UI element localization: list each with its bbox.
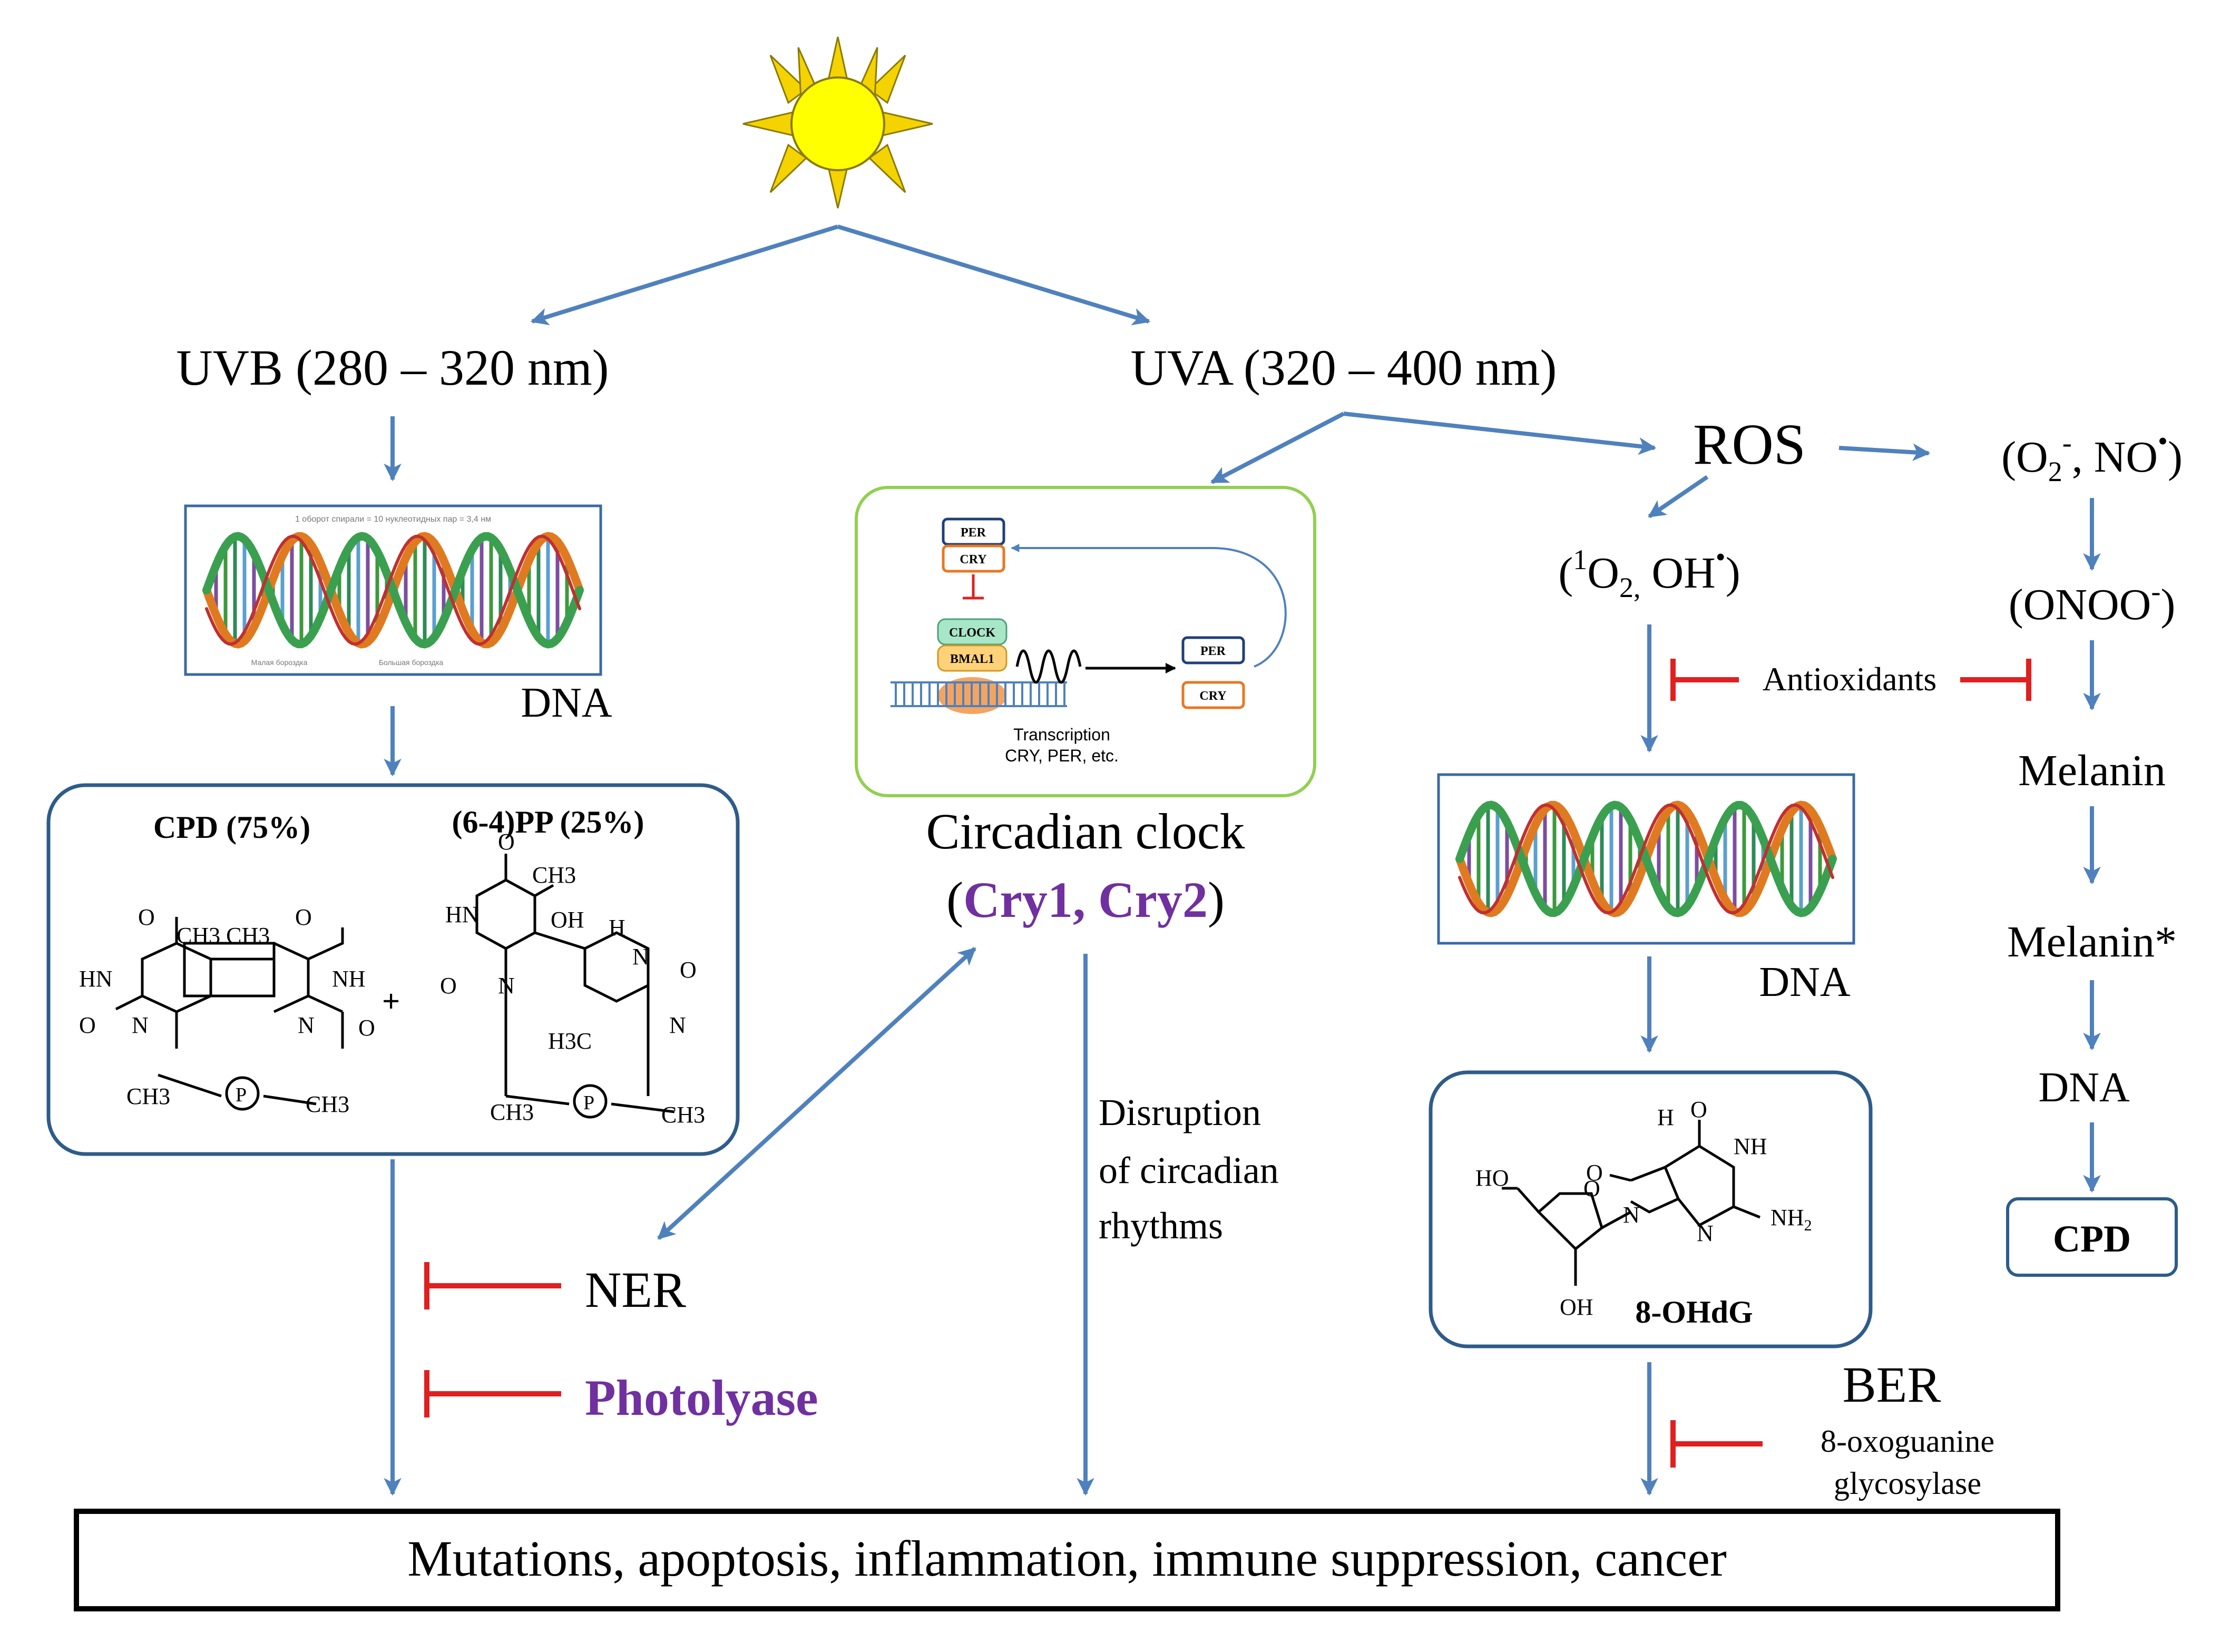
svg-text:CH3 CH3: CH3 CH3 (177, 923, 270, 949)
ber-label: BER (1843, 1356, 1941, 1413)
per-label: PER (961, 526, 986, 540)
ohdg-box: HO O OH H O O NH NH2 N N 8-OHdG (1429, 1070, 1873, 1348)
svg-text:N: N (1623, 1202, 1640, 1228)
svg-text:CH3: CH3 (306, 1091, 349, 1117)
cry-genes: (Cry1, Cry2) (946, 872, 1225, 928)
svg-text:O: O (680, 957, 697, 983)
antioxidants-label: Antioxidants (1763, 660, 1937, 698)
svg-text:O: O (358, 1015, 375, 1041)
dna-label-right-small: DNA (2038, 1064, 2130, 1111)
svg-text:H: H (1657, 1104, 1674, 1130)
svg-text:NH: NH (332, 966, 366, 992)
arrow-sun-to-uva (837, 224, 1151, 326)
circadian-title: Circadian clock (926, 803, 1245, 859)
melanin-label: Melanin (2018, 746, 2166, 795)
svg-text:OH: OH (551, 907, 584, 933)
svg-text:HO: HO (1475, 1165, 1509, 1191)
svg-text:OH: OH (1560, 1294, 1593, 1320)
svg-text:H: H (609, 915, 625, 941)
cry-label-2: CRY (1199, 689, 1226, 703)
arrow-ner-circadian-bidirectional (657, 947, 976, 1240)
radicals-right: (O2-, NO•) (2001, 425, 2183, 487)
cpd-box: CPD (2006, 1197, 2178, 1277)
arrow-uva-to-ros (1343, 412, 1657, 455)
cpd-title: CPD (75%) (153, 810, 310, 845)
onoo-label: (ONOO-) (2009, 575, 2176, 629)
arrow-sun-to-uvb (530, 224, 839, 326)
arrow-ros-to-radicals-left (1648, 475, 1709, 519)
glycosylase-line1: 8-oxoguanine (1821, 1424, 1994, 1459)
dna-image-left: 1 оборот спирали = 10 нуклеотидных пар =… (184, 504, 602, 676)
disruption-text: Disruption of circadian rhythms (1099, 1091, 1279, 1247)
svg-text:H3C: H3C (548, 1028, 592, 1054)
atom-labels: O HN O N CH3 CH3 O NH O N CH3 CH3 P + O … (79, 829, 705, 1128)
svg-text:N: N (298, 1012, 315, 1038)
svg-text:N: N (669, 1012, 686, 1038)
per-label-2: PER (1200, 644, 1226, 658)
svg-text:N: N (132, 1012, 149, 1038)
svg-text:NH: NH (1734, 1133, 1767, 1159)
svg-text:O: O (1690, 1097, 1707, 1122)
ohdg-label: 8-OHdG (1635, 1295, 1753, 1330)
ner-label: NER (585, 1262, 686, 1318)
svg-text:HN: HN (79, 966, 113, 992)
arrows (384, 224, 2101, 1496)
svg-text:CPD: CPD (2053, 1218, 2131, 1260)
svg-text:CH3: CH3 (532, 862, 576, 888)
svg-text:Большая бороздка: Большая бороздка (379, 658, 444, 667)
svg-text:N: N (632, 944, 649, 970)
cpd-structure (115, 854, 675, 1119)
arrow-uva-to-circadian (1210, 412, 1345, 484)
svg-text:+: + (382, 984, 400, 1019)
nh2-label: NH2 (1771, 1205, 1812, 1234)
transcription-line1: Transcription (1013, 725, 1110, 744)
svg-text:1 оборот спирали = 10 нуклеоти: 1 оборот спирали = 10 нуклеотидных пар =… (295, 515, 491, 524)
dna-label-left: DNA (521, 680, 612, 726)
svg-text:Малая бороздка: Малая бороздка (251, 658, 308, 667)
svg-text:O: O (1583, 1176, 1600, 1201)
ros-label: ROS (1693, 412, 1806, 476)
inhibitors (424, 659, 2031, 1468)
uvb-label: UVB (280 – 320 nm) (176, 339, 609, 396)
svg-text:O: O (1586, 1160, 1603, 1186)
dna-image-right (1437, 773, 1855, 945)
svg-text:CH3: CH3 (490, 1099, 534, 1125)
arrow-ros-to-radicals-right (1838, 443, 1931, 461)
svg-text:CH3: CH3 (126, 1083, 170, 1109)
svg-text:HN: HN (445, 902, 479, 927)
svg-text:CH3: CH3 (661, 1102, 705, 1128)
dna-label-mid: DNA (1759, 959, 1851, 1005)
svg-text:P: P (583, 1092, 594, 1114)
glycosylase-line2: glycosylase (1834, 1466, 1981, 1501)
svg-text:N: N (498, 973, 515, 999)
svg-text:O: O (79, 1012, 96, 1038)
svg-text:Disruption: Disruption (1099, 1091, 1261, 1133)
sun-icon (742, 36, 933, 209)
radicals-left: (1O2, OH•) (1558, 541, 1740, 603)
cry-label: CRY (960, 553, 986, 566)
uva-label: UVA (320 – 400 nm) (1131, 339, 1557, 396)
svg-text:O: O (498, 829, 515, 855)
svg-text:O: O (295, 904, 312, 930)
pp-title: (6-4)PP (25%) (452, 805, 644, 839)
svg-text:O: O (138, 904, 155, 930)
svg-text:rhythms: rhythms (1099, 1205, 1223, 1247)
svg-text:O: O (440, 973, 457, 999)
transcription-line2: CRY, PER, etc. (1005, 746, 1119, 765)
photolyase-label: Photolyase (585, 1370, 818, 1426)
bmal1-label: BMAL1 (950, 652, 994, 666)
circadian-panel: PER CRY CLOCK BMAL1 PER CRY Transcriptio… (855, 486, 1316, 797)
outcomes-box: Mutations, apoptosis, inflammation, immu… (74, 1509, 2060, 1611)
clock-label: CLOCK (949, 626, 995, 640)
svg-text:of circadian: of circadian (1099, 1149, 1279, 1191)
svg-text:Mutations, apoptosis, inflamma: Mutations, apoptosis, inflammation, immu… (407, 1530, 1727, 1587)
photoproducts-box: CPD (75%) (6-4)PP (25%) (46, 783, 740, 1156)
svg-text:P: P (236, 1084, 247, 1106)
melanin-star-label: Melanin* (2007, 917, 2177, 966)
svg-text:N: N (1697, 1220, 1714, 1246)
